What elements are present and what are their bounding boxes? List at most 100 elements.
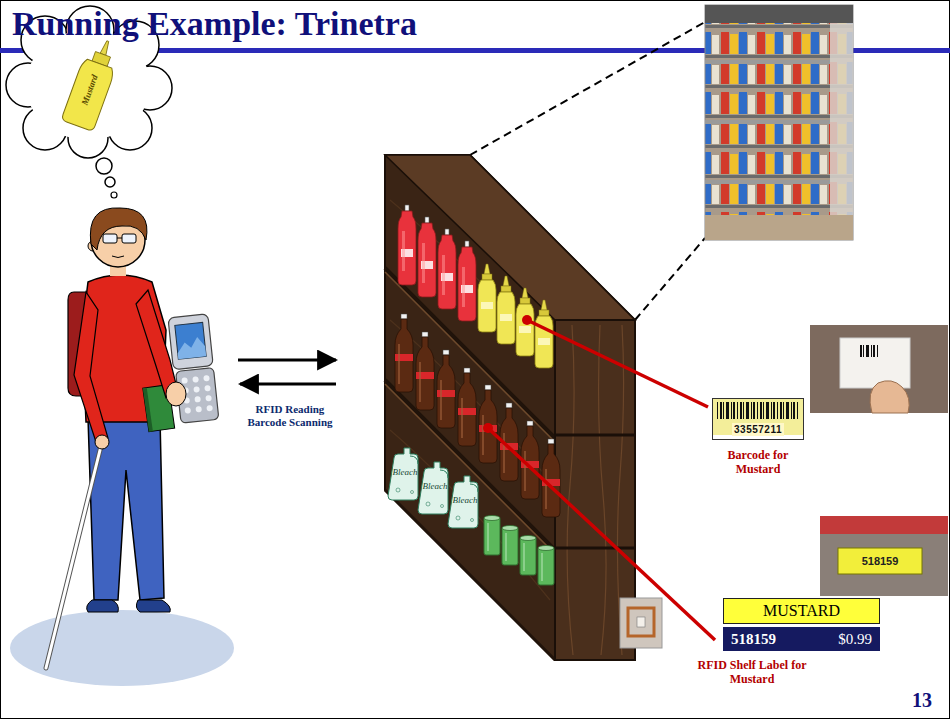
action-label: RFID Reading Barcode Scanning (238, 403, 342, 429)
phone-icon (192, 376, 199, 383)
shelf-products (458, 241, 476, 321)
shelf-products (416, 332, 434, 410)
shelf-products (478, 264, 496, 332)
label-anchor: 13 (912, 689, 932, 711)
phone-icon (168, 314, 213, 370)
price-band: 518159$0.99 (723, 627, 880, 651)
rfid-tag-photo (620, 598, 662, 648)
label-anchor: Bleach (453, 495, 478, 506)
shelf-products (497, 276, 515, 344)
person-figure (46, 442, 102, 668)
phone-icon (203, 375, 210, 382)
phone-icon (193, 386, 200, 393)
shelf-label-node: MUSTARD 518159$0.99 (723, 598, 880, 651)
rfid-tag-photo (628, 608, 654, 636)
store-photo (705, 5, 853, 23)
person-figure (136, 290, 178, 398)
label-anchor: Bleach (393, 467, 418, 478)
shelf-products (418, 462, 448, 514)
phone-icon (206, 405, 213, 412)
shelf-products (520, 536, 536, 576)
node-text: 33557211 (732, 423, 784, 436)
shelf-unit (555, 434, 635, 437)
person-figure (103, 234, 117, 243)
shelf-label-photo (838, 548, 922, 574)
shelf-products (437, 350, 455, 428)
person-figure (90, 208, 147, 250)
barcode-photo (870, 381, 909, 413)
barcode-graphic (712, 398, 804, 435)
barcode-photo (840, 338, 910, 388)
shelf-products (388, 205, 560, 585)
signal-arrows (240, 383, 336, 386)
store-photo (705, 120, 830, 124)
label-anchor: Bleach (423, 481, 448, 492)
store-photo (705, 180, 830, 184)
leader-lines (522, 315, 532, 325)
mustard-bottle (100, 40, 110, 55)
thought-bubble (111, 192, 117, 198)
store-photo (705, 60, 830, 64)
zoom-lines (470, 22, 705, 155)
phone-icon (175, 322, 206, 359)
shelf-products (516, 288, 534, 356)
barcode-node: 33557211Barcode for Mustard (712, 398, 804, 477)
person-figure (122, 234, 136, 243)
shelf-unit (385, 155, 635, 660)
shelf-label-band: MUSTARD (723, 598, 880, 624)
person-figure (46, 442, 102, 668)
phone-icon (194, 396, 201, 403)
leader-lines (527, 320, 708, 407)
rfid-tag-photo (620, 598, 662, 648)
leader-lines (483, 315, 715, 640)
shelf-products (502, 526, 518, 566)
shelf-products (458, 368, 476, 446)
phone-icon (195, 406, 202, 413)
phone-icon (184, 407, 191, 414)
barcode-photo (810, 325, 948, 413)
person-figure (166, 382, 186, 406)
barcode-photo (858, 345, 878, 357)
shelf-label-photo (820, 516, 948, 534)
shelf-products (418, 217, 436, 297)
phone-icon (176, 336, 206, 359)
thought-bubble (105, 177, 115, 187)
signal-arrows (238, 360, 336, 384)
person-figure (88, 418, 164, 600)
node-text: $0.99 (838, 630, 872, 648)
rfid-tag-photo (637, 617, 645, 627)
signal-arrows (238, 359, 336, 362)
bottle-text: Bleach (393, 467, 418, 478)
shelf-products (398, 205, 416, 285)
store-photo (705, 215, 853, 240)
person-figure (136, 600, 170, 612)
leader-lines (483, 423, 493, 433)
callout-caption: RFID Shelf Label for Mustard (696, 658, 808, 686)
shelf-label-photo (820, 516, 948, 596)
shelf-products (479, 385, 497, 463)
store-photo (705, 5, 853, 240)
person-figure (10, 208, 234, 686)
shelf-products (484, 516, 500, 556)
mustard-bottle (61, 35, 124, 131)
label-anchor: RFID Shelf Label for Mustard (696, 658, 808, 686)
shelf-label-photo (820, 516, 948, 596)
barcode-photo (810, 325, 948, 413)
barcode-graphic (712, 398, 804, 435)
leader-lines (488, 428, 715, 640)
label-anchor: RFID Reading Barcode Scanning (238, 403, 342, 429)
thought-bubble (96, 158, 112, 174)
label-anchor: 518159 (862, 555, 899, 568)
thought-bubble (26, 30, 150, 140)
page-number: 13 (912, 689, 932, 711)
person-figure (74, 292, 108, 442)
shelf-products (438, 229, 456, 309)
store-photo (830, 23, 853, 215)
node-text: MUSTARD (763, 601, 840, 621)
shelf-products (388, 448, 418, 500)
slide-title: Running Example: Trinetra (12, 4, 417, 44)
shelf-products (448, 476, 478, 528)
shelf-products (395, 314, 413, 392)
person-figure (112, 256, 124, 258)
